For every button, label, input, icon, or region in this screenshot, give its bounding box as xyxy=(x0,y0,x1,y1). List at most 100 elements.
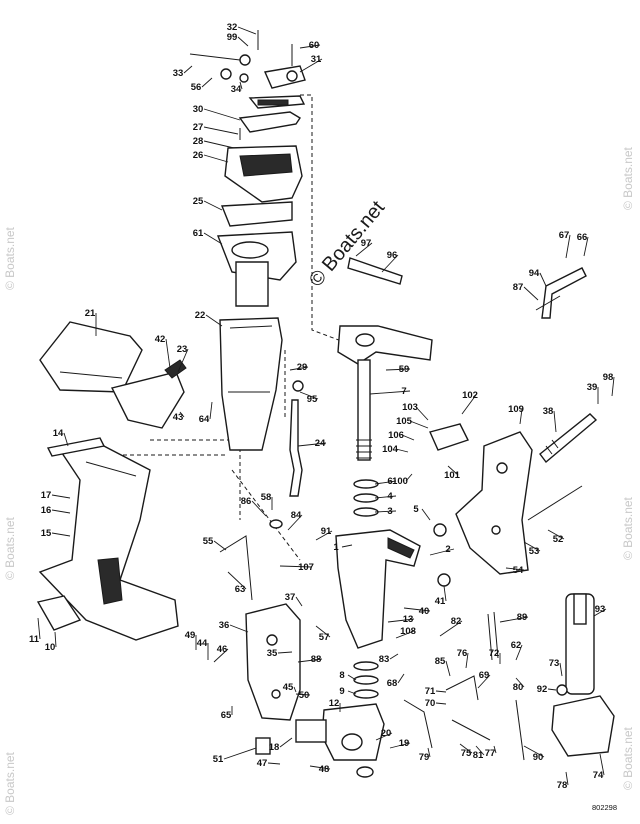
leader-line xyxy=(63,432,69,447)
leader-line xyxy=(519,408,523,425)
watermark-right: © Boats.net © Boats.net © Boats.net xyxy=(621,146,635,790)
leader-line xyxy=(539,272,547,287)
callout-number: 52 xyxy=(553,534,564,545)
callout-number: 27 xyxy=(193,122,204,133)
lower-swivel-housing xyxy=(321,703,385,778)
callout-number: 6 xyxy=(387,476,392,487)
leader-line xyxy=(54,631,57,648)
callout-number: 106 xyxy=(388,430,404,441)
callout-number: 56 xyxy=(191,82,202,93)
stern-bracket-right xyxy=(455,431,533,575)
callout-number: 104 xyxy=(382,444,399,455)
svg-text:© Boats.net: © Boats.net xyxy=(3,516,17,580)
leader-line xyxy=(203,154,229,163)
callout-number: 5 xyxy=(413,504,419,515)
leader-lines xyxy=(37,26,615,786)
leader-line xyxy=(445,660,451,677)
callout-number: 74 xyxy=(593,770,604,781)
leader-line xyxy=(203,200,223,211)
leader-line xyxy=(315,530,333,541)
leader-line xyxy=(493,745,497,754)
leader-line xyxy=(565,771,569,786)
callout-number: 87 xyxy=(513,282,524,293)
leader-line xyxy=(465,652,469,669)
callout-number: 100 xyxy=(392,476,408,487)
leader-line xyxy=(179,411,185,418)
leader-line xyxy=(389,742,411,749)
callout-number: 79 xyxy=(419,752,430,763)
callout-number: 30 xyxy=(193,104,204,115)
callout-number: 64 xyxy=(199,414,210,425)
leader-line xyxy=(203,140,235,149)
leader-line xyxy=(355,242,373,257)
callout-number: 28 xyxy=(193,136,204,147)
leader-line xyxy=(369,390,411,395)
callout-number: 48 xyxy=(319,764,330,775)
watermark-left: © Boats.net © Boats.net © Boats.net xyxy=(3,226,17,815)
callout-number: 14 xyxy=(53,428,64,439)
callout-number: 95 xyxy=(307,394,318,405)
callout-number: 62 xyxy=(511,640,522,651)
callout-number: 90 xyxy=(533,752,544,763)
callout-number: 57 xyxy=(319,632,330,643)
callout-number: 43 xyxy=(173,412,184,423)
callout-number: 25 xyxy=(193,196,204,207)
callout-number: 78 xyxy=(557,780,568,791)
callout-number: 92 xyxy=(537,684,548,695)
callout-number: 89 xyxy=(517,612,528,623)
callout-number: 105 xyxy=(396,416,413,427)
svg-text:© Boats.net: © Boats.net xyxy=(621,726,635,790)
leader-line xyxy=(203,108,241,121)
leader-line xyxy=(347,674,357,681)
callout-number: 32 xyxy=(227,22,238,33)
callout-number: 84 xyxy=(291,510,302,521)
leader-line xyxy=(203,126,239,135)
callout-number: 29 xyxy=(297,362,308,373)
leader-line xyxy=(165,338,171,369)
leader-line xyxy=(299,44,321,49)
leader-line xyxy=(515,644,523,661)
leader-line xyxy=(443,585,447,602)
callout-number: 61 xyxy=(193,228,204,239)
leader-line xyxy=(553,410,557,433)
callout-number: 101 xyxy=(444,470,461,481)
stern-bracket-left xyxy=(245,603,301,721)
callout-number: 35 xyxy=(267,648,278,659)
callout-number: 47 xyxy=(257,758,268,769)
upper-mount-cover xyxy=(189,30,306,140)
tilt-lever xyxy=(535,267,587,319)
svg-text:© Boats.net: © Boats.net xyxy=(621,146,635,210)
leader-line xyxy=(397,673,405,684)
leader-line xyxy=(523,286,539,301)
leader-line xyxy=(267,762,281,765)
leader-line xyxy=(279,737,293,748)
callout-number: 60 xyxy=(309,40,320,51)
lower-motor-cover xyxy=(39,321,187,429)
callout-number: 76 xyxy=(457,648,468,659)
leader-line xyxy=(593,608,607,617)
leader-line xyxy=(381,254,399,273)
callout-number: 98 xyxy=(603,372,614,383)
leader-line xyxy=(297,658,323,663)
callout-number: 81 xyxy=(473,750,484,761)
callout-number: 69 xyxy=(479,670,490,681)
svg-text:© Boats.net: © Boats.net xyxy=(3,226,17,290)
callout-number: 94 xyxy=(529,268,540,279)
callout-number: 31 xyxy=(311,54,322,65)
callout-number: 2 xyxy=(445,544,450,555)
leader-line xyxy=(401,434,415,441)
callout-number: 97 xyxy=(361,238,372,249)
callout-number: 86 xyxy=(241,496,252,507)
callout-number: 53 xyxy=(529,546,540,557)
callout-number: 39 xyxy=(587,382,598,393)
leader-line xyxy=(279,565,313,568)
leader-line xyxy=(309,765,331,770)
callout-number: 93 xyxy=(595,604,606,615)
leader-line xyxy=(223,747,257,760)
svg-text:© Boats.net: © Boats.net xyxy=(621,496,635,560)
leader-line xyxy=(477,674,491,689)
leader-line xyxy=(385,368,411,371)
leader-line xyxy=(315,625,331,638)
callout-number: 38 xyxy=(543,406,554,417)
